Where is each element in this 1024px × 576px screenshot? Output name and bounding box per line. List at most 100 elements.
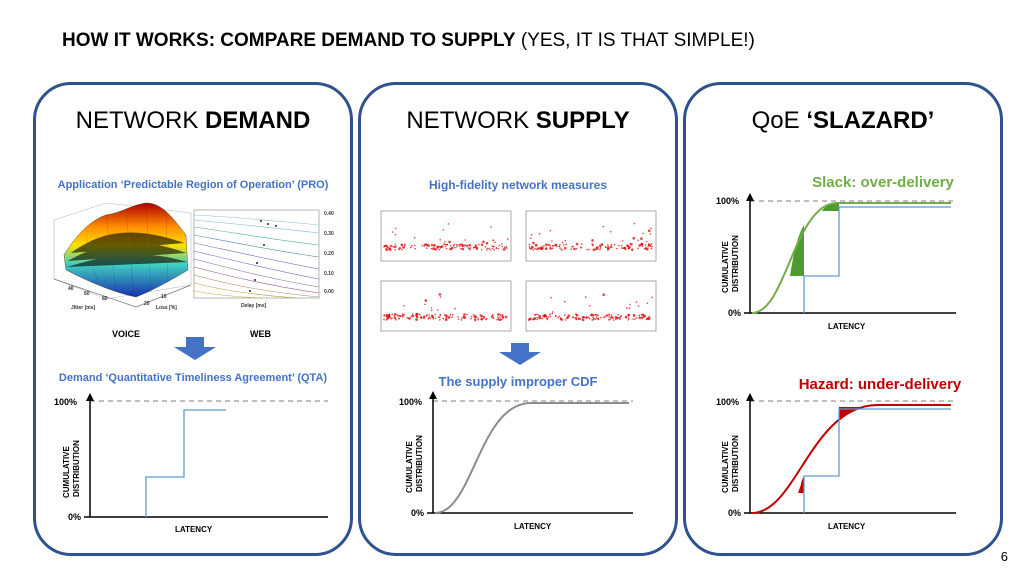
scatter-point [402,305,405,307]
scatter-point [411,314,415,318]
scatter-point [489,249,492,251]
scatter-point [626,307,628,309]
scatter-point [492,313,494,316]
scatter-point [631,248,634,252]
scatter-point [452,245,455,247]
scatter-point [476,248,478,251]
scatter-point [501,314,504,316]
scatter-point [620,244,623,247]
scatter-point [439,239,441,241]
supply-ytop: 100% [399,397,422,407]
scatter-point [411,244,413,247]
scatter-point [421,244,424,247]
scatter-point [647,245,649,248]
scatter-point [464,244,466,246]
scatter-point [561,249,564,251]
scatter-point [594,314,596,316]
scatter-point [558,315,561,318]
scatter-point [410,315,413,318]
scatter-point [402,313,404,315]
scatter-point [389,316,391,318]
scatter-point [619,315,622,318]
scatter-point [482,240,485,244]
scatter-point [641,316,643,319]
scatter-point [571,246,573,248]
scatter-point [530,233,533,236]
scatter-point [586,248,588,251]
scatter-point [627,245,630,247]
scatter-point [396,314,399,316]
scatter-point [438,248,440,251]
scatter-point [646,302,649,305]
scatter-point [447,223,450,225]
scatter-point [443,314,446,316]
scatter-point [423,315,426,319]
scatter-point [592,316,594,318]
scatter-point [613,319,615,321]
scatter-point [549,313,551,315]
measurement-scatter-plots [380,210,657,332]
scatter-point [438,316,441,318]
scatter-point [501,243,503,245]
scatter-point [463,316,466,319]
scatter-point [401,248,403,251]
scatter-point [469,248,471,251]
scatter-point [427,317,430,320]
scatter-point [547,243,550,246]
scatter-point [419,313,421,316]
scatter-point [647,317,649,319]
scatter-point [448,316,451,319]
scatter-point [528,243,531,246]
scatter-point [499,316,501,318]
svg-text:0.30: 0.30 [324,231,334,237]
scatter-point [444,241,446,243]
scatter-point [627,313,630,317]
scatter-point [588,316,590,318]
scatter-point [560,248,562,250]
scatter-point [549,244,551,246]
scatter-point [495,247,498,249]
scatter-point [646,240,648,243]
supply-xaxis: LATENCY [514,522,552,531]
scatter-point [575,242,579,246]
scatter-point [559,244,561,246]
scatter-point [389,246,392,248]
scatter-point [546,316,549,319]
scatter-point [431,244,433,247]
scatter-point [534,243,538,247]
scatter-point [480,248,483,251]
svg-text:0.00: 0.00 [324,289,334,295]
scatter-point [541,246,544,250]
scatter-point [534,247,536,250]
scatter-point [597,247,600,249]
scatter-point [444,243,447,246]
svg-text:Loss [%]: Loss [%] [156,305,177,311]
scatter-point [466,245,469,247]
scatter-point [550,247,553,250]
scatter-point [477,318,479,321]
scatter-point [640,242,644,246]
scatter-point [573,247,576,251]
scatter-point [460,243,463,246]
scatter-point [483,317,485,320]
scatter-point [597,314,599,317]
supply-cdf-chart: 100% 0% CUMULATIVE DISTRIBUTION LATENCY [399,391,633,531]
scatter-point [632,318,634,320]
scatter-point [536,318,538,321]
scatter-point [384,244,387,247]
scatter-point [531,245,534,249]
scatter-point [551,312,553,315]
scatter-point [604,246,607,248]
scatter-point [413,236,416,239]
measures-caption: High-fidelity network measures [428,178,608,192]
scatter-point [436,245,439,249]
scatter-point [580,246,583,249]
scatter-point [651,296,653,299]
scatter-point [605,314,608,317]
scatter-point [440,245,444,248]
scatter-point [528,318,531,321]
scatter-point [562,244,565,246]
scatter-point [393,315,396,317]
scatter-point [641,245,644,247]
scatter-point [597,318,600,321]
